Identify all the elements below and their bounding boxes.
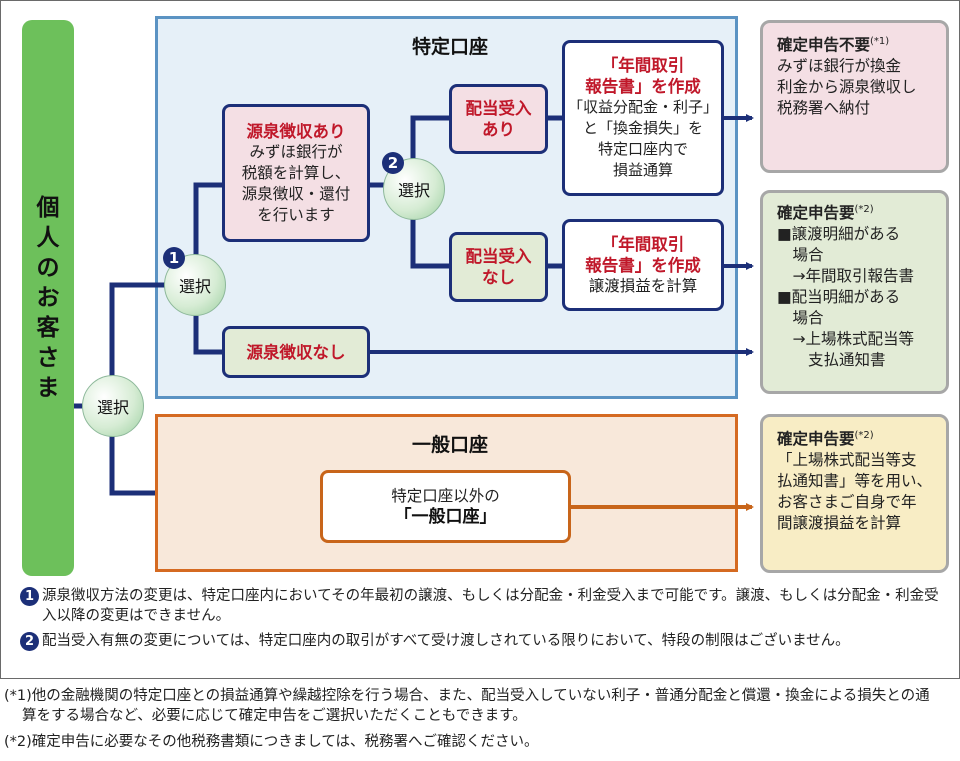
withholding-yes-title: 源泉徴収あり (246, 121, 346, 141)
annual-report-box-dividend-no: 「年間取引 報告書」を作成 譲渡損益を計算 (562, 219, 724, 311)
result-no-filing-title: 確定申告不要(*1) (777, 36, 890, 55)
annual-report-box-dividend-yes: 「年間取引 報告書」を作成 「収益分配金・利子」 と「換金損失」を 特定口座内で… (562, 40, 724, 196)
result-no-filing-text: みずほ銀行が換金 利金から源泉徴収し 税務署へ納付 (777, 57, 917, 118)
choice-circle-main: 選択 (82, 375, 144, 437)
ippan-box-line2: 「一般口座」 (394, 506, 497, 527)
footnote-2: (*2)確定申告に必要なその他税務書類につきましては、税務署へご確認ください。 (4, 734, 539, 750)
result-no-filing: 確定申告不要(*1) みずほ銀行が換金 利金から源泉徴収し 税務署へ納付 (760, 20, 949, 173)
dividend-yes-box: 配当受入 あり (449, 84, 548, 154)
dividend-yes-label: 配当受入 あり (465, 99, 532, 139)
note-2-text: 配当受入有無の変更については、特定口座内の取引がすべて受け渡しされている限りにお… (42, 633, 850, 649)
report-no-title: 「年間取引 報告書」を作成 (585, 234, 701, 275)
note-1-badge: 1 (20, 587, 39, 606)
ippan-box-line1: 特定口座以外の (391, 486, 500, 505)
report-no-text: 譲渡損益を計算 (588, 276, 698, 295)
note-1-text: 源泉徴収方法の変更は、特定口座内においてその年最初の譲渡、もしくは分配金・利金受… (42, 588, 939, 624)
ippan-account-box: 特定口座以外の 「一般口座」 (320, 470, 571, 543)
report-yes-text: 「収益分配金・利子」 と「換金損失」を 特定口座内で 損益通算 (567, 98, 718, 179)
footnote-1: (*1)他の金融機関の特定口座との損益通算や繰越控除を行う場合、また、配当受入し… (4, 688, 930, 724)
withholding-yes-box: 源泉徴収あり みずほ銀行が 税額を計算し、 源泉徴収・還付 を行います (222, 104, 370, 242)
number-1-badge: 1 (163, 247, 185, 269)
result-filing-required-1: 確定申告要(*2) ■譲渡明細がある 場合 →年間取引報告書 ■配当明細がある … (760, 190, 949, 394)
result-filing-1-text: ■譲渡明細がある 場合 →年間取引報告書 ■配当明細がある 場合 →上場株式配当… (777, 225, 914, 370)
tokutei-title: 特定口座 (411, 36, 488, 58)
result-filing-required-2: 確定申告要(*2) 「上場株式配当等支 払通知書」等を用い、 お客さまご自身で年… (760, 414, 949, 573)
result-filing-1-title: 確定申告要(*2) (777, 204, 874, 223)
result-filing-2-text: 「上場株式配当等支 払通知書」等を用い、 お客さまご自身で年 間譲渡損益を計算 (777, 451, 933, 533)
withholding-no-box: 源泉徴収なし (222, 326, 370, 378)
report-yes-title: 「年間取引 報告書」を作成 (585, 56, 701, 96)
withholding-no-label: 源泉徴収なし (246, 342, 346, 362)
dividend-no-box: 配当受入 なし (449, 232, 548, 302)
withholding-yes-text: みずほ銀行が 税額を計算し、 源泉徴収・還付 を行います (241, 142, 351, 224)
ippan-title: 一般口座 (411, 434, 488, 456)
note-2-badge: 2 (20, 632, 39, 651)
number-2-badge: 2 (382, 152, 404, 174)
customer-label: 個人のお客さま (22, 20, 74, 576)
result-filing-2-title: 確定申告要(*2) (777, 430, 874, 449)
dividend-no-label: 配当受入 なし (465, 247, 532, 287)
